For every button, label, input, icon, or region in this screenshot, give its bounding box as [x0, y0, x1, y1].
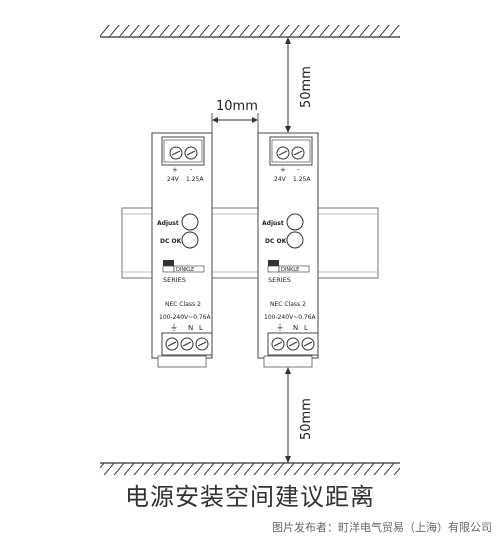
output-current-label: 1.25A: [186, 176, 204, 183]
ground-symbol: ⏚: [276, 323, 284, 332]
brand-label: DINKLE: [176, 267, 194, 273]
diagram-caption: 电源安装空间建议距离: [125, 483, 375, 511]
terminal-minus-label: -: [190, 166, 193, 174]
terminal-minus-label: -: [297, 166, 300, 174]
bottom-gap-label: 50mm: [299, 398, 314, 440]
power-module-right: + - 24V 1.25A Adjust DC OK DINKLE SERIES…: [257, 132, 319, 368]
terminal-plus-label: +: [280, 166, 286, 174]
dc-ok-label: DC OK: [265, 238, 287, 245]
brand-label: DINKLE: [281, 267, 299, 273]
side-gap-label: 10mm: [216, 99, 258, 114]
top-boundary: [100, 25, 400, 38]
adjust-label: Adjust: [157, 220, 179, 227]
output-voltage-label: 24V: [274, 176, 287, 183]
dc-ok-led: [286, 231, 304, 249]
dinkle-logo-icon: [162, 260, 205, 273]
output-current-label: 1.25A: [293, 176, 311, 183]
nec-class-label: NEC Class 2: [165, 301, 201, 308]
bottom-gap-dimension: 50mm: [285, 367, 314, 463]
top-gap-label: 50mm: [299, 66, 314, 108]
n-label: N: [293, 324, 298, 332]
adjust-potentiometer: [286, 213, 304, 231]
n-label: N: [188, 324, 193, 332]
output-voltage-label: 24V: [167, 176, 180, 183]
dc-ok-led: [181, 231, 199, 249]
bottom-boundary: [100, 462, 400, 475]
side-gap-dimension: 10mm: [211, 99, 259, 133]
nec-class-label: NEC Class 2: [270, 301, 306, 308]
l-label: L: [304, 324, 308, 332]
l-label: L: [199, 324, 203, 332]
input-rating-label: 100-240V~0.76A: [159, 314, 212, 321]
terminal-plus-label: +: [172, 166, 178, 174]
dc-ok-label: DC OK: [160, 238, 182, 245]
top-gap-dimension: 50mm: [285, 37, 314, 133]
image-credit: 图片发布者：町洋电气贸易（上海）有限公司: [272, 521, 492, 534]
adjust-potentiometer: [181, 213, 199, 231]
power-module-left: + - 24V 1.25A Adjust DC OK DINKLE SERIES…: [151, 132, 213, 368]
dinkle-logo-icon: [267, 260, 310, 273]
series-label: SERIES: [268, 276, 291, 284]
input-rating-label: 100-240V~0.76A: [264, 314, 317, 321]
series-label: SERIES: [163, 276, 186, 284]
ground-symbol: ⏚: [170, 323, 178, 332]
adjust-label: Adjust: [262, 220, 284, 227]
